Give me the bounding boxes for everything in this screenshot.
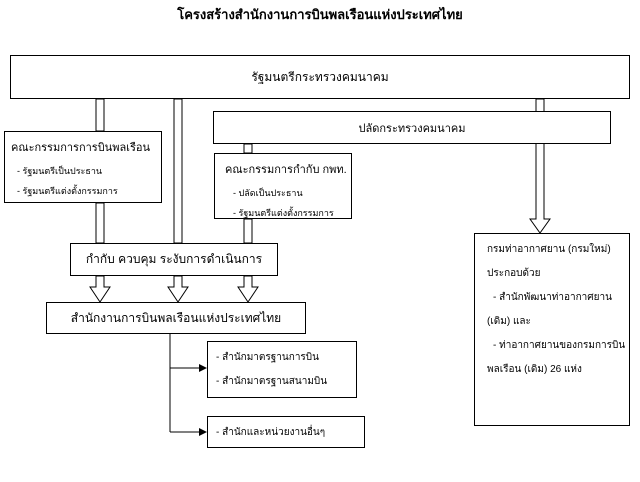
airports-department-line: พลเรือน (เดิม) 26 แห่ง [487,364,582,375]
caat-box: สำนักงานการบินพลเรือนแห่งประเทศไทย [46,302,306,334]
other-offices-box: - สำนักและหน่วยงานอื่นๆ [207,416,365,448]
supervisory-committee-item: - ปลัดเป็นประธาน [233,188,303,198]
arrow-to-standards [199,364,207,372]
airports-department-box: กรมท่าอากาศยาน (กรมใหม่) ประกอบด้วย - สำ… [474,233,630,426]
permanent-secretary-box: ปลัดกระทรวงคมนาคม [213,111,611,144]
arrow-committee-to-supervision [243,218,253,244]
arrow-supervision-to-caat-3 [237,275,259,303]
civil-aviation-board-item: - รัฐมนตรีเป็นประธาน [17,166,103,176]
caat-label: สำนักงานการบินพลเรือนแห่งประเทศไทย [70,310,282,325]
arrow-board-to-supervision [95,202,105,244]
airports-department-line: กรมท่าอากาศยาน (กรมใหม่) [487,244,611,255]
arrow-minister-to-board [95,98,105,132]
supervisory-committee-box: คณะกรรมการกำกับ กพท. - ปลัดเป็นประธาน - … [214,153,352,219]
standards-offices-box: - สำนักมาตรฐานการบิน - สำนักมาตรฐานสนามบ… [207,341,357,398]
airports-department-line: (เดิม) และ [487,316,531,327]
permanent-secretary-label: ปลัดกระทรวงคมนาคม [358,122,466,135]
arrow-supervision-to-caat-1 [89,275,111,303]
minister-label: รัฐมนตรีกระทรวงคมนาคม [251,69,389,84]
supervision-box: กำกับ ควบคุม ระงับการดำเนินการ [70,243,278,276]
standards-office-item: - สำนักมาตรฐานสนามบิน [216,376,328,387]
airports-department-line: ประกอบด้วย [487,268,541,279]
standards-office-item: - สำนักมาตรฐานการบิน [216,352,319,363]
supervision-label: กำกับ ควบคุม ระงับการดำเนินการ [85,252,263,266]
arrow-secretary-to-committee [243,143,253,154]
supervisory-committee-item: - รัฐมนตรีแต่งตั้งกรรมการ [233,208,334,218]
civil-aviation-board-item: - รัฐมนตรีแต่งตั้งกรรมการ [17,186,118,196]
minister-box: รัฐมนตรีกระทรวงคมนาคม [10,55,630,99]
arrow-minister-to-supervision [173,98,183,244]
arrow-to-other-offices [199,428,207,436]
civil-aviation-board-name: คณะกรรมการการบินพลเรือน [11,142,150,154]
airports-department-line: - สำนักพัฒนาท่าอากาศยาน [493,292,612,303]
civil-aviation-board-box: คณะกรรมการการบินพลเรือน - รัฐมนตรีเป็นปร… [4,131,162,203]
arrow-supervision-to-caat-2 [167,275,189,303]
other-offices-label: - สำนักและหน่วยงานอื่นๆ [216,426,326,438]
diagram-title: โครงสร้างสำนักงานการบินพลเรือนแห่งประเทศ… [177,7,463,22]
supervisory-committee-name: คณะกรรมการกำกับ กพท. [225,164,347,176]
airports-department-line: - ท่าอากาศยานของกรมการบิน [493,340,626,351]
